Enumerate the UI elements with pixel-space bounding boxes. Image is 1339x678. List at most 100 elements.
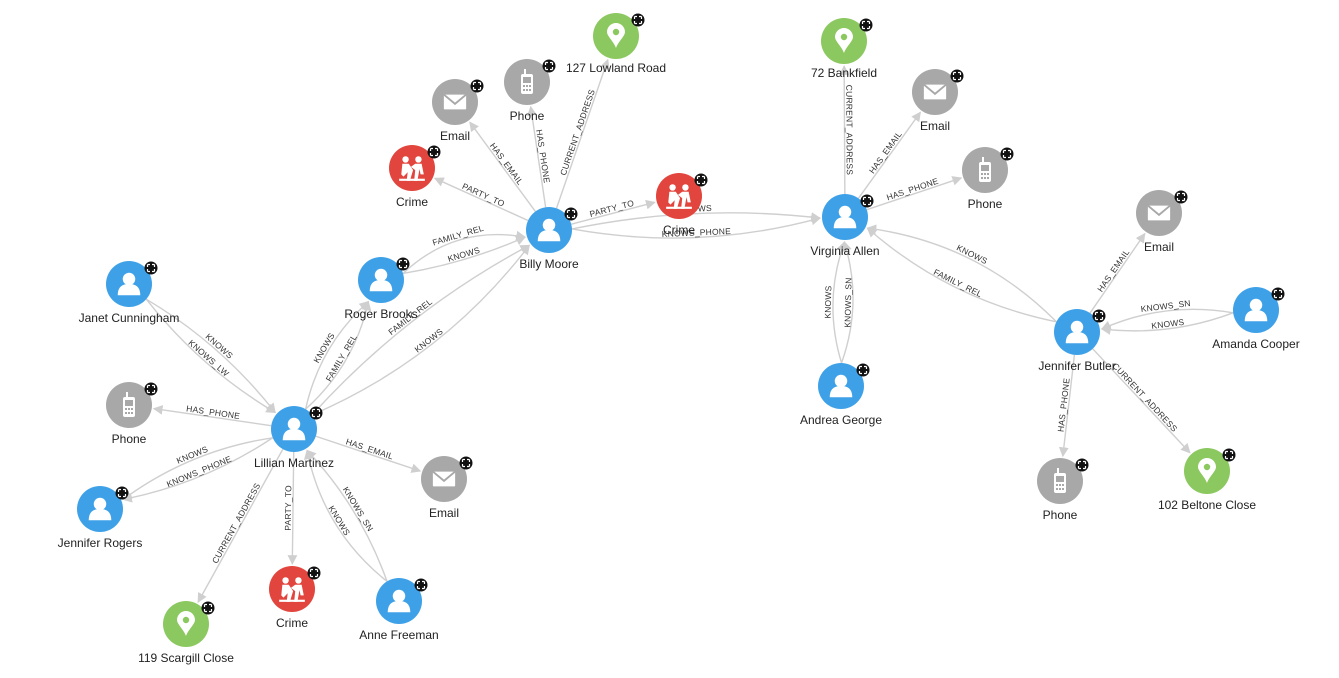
node-email-email-l[interactable]: Email [421,456,473,520]
node-person-virginia[interactable]: Virginia Allen [810,194,880,258]
expand-icon[interactable] [427,145,441,159]
node-person-billy[interactable]: Billy Moore [519,207,579,271]
edge-knows[interactable] [866,224,1057,323]
expand-icon[interactable] [631,13,645,27]
expand-icon[interactable] [470,79,484,93]
edge-knows-sn[interactable] [1100,308,1234,330]
node-label: Email [920,119,950,133]
node-phone-phone-l[interactable]: Phone [106,382,158,446]
edge-label: PARTY_TO [461,181,507,209]
edge-has-email[interactable] [469,121,536,212]
edge-knows[interactable] [145,298,276,414]
edge-label: KNOWS [326,504,352,538]
edge-knows[interactable] [571,212,821,230]
node-phone-phone-v[interactable]: Phone [962,147,1014,211]
node-person-anne[interactable]: Anne Freeman [359,578,439,642]
expand-icon[interactable] [1174,190,1188,204]
edge-has-phone[interactable] [1058,354,1076,458]
edge-party-to[interactable] [433,177,529,222]
expand-icon[interactable] [414,578,428,592]
edge-knows-sn[interactable] [306,449,388,582]
edge-knows-lw[interactable] [145,298,277,414]
edge-current-address[interactable] [839,65,850,195]
envelope-icon [431,470,457,488]
expand-icon[interactable] [459,456,473,470]
node-crime-crime-l[interactable]: Crime [269,566,321,630]
expand-icon[interactable] [1222,448,1236,462]
edges-layer [122,58,1234,603]
node-label: Email [440,129,470,143]
expand-icon[interactable] [144,261,158,275]
expand-icon[interactable] [694,173,708,187]
edge-knows[interactable] [303,449,388,582]
node-email-email-b[interactable]: Email [432,79,484,143]
edge-family-rel[interactable] [866,227,1057,323]
node-person-roger[interactable]: Roger Brooks [344,257,418,321]
node-location-addr-l[interactable]: 119 Scargill Close [138,601,234,665]
edge-current-address[interactable] [197,448,284,603]
node-location-addr-b[interactable]: 127 Lowland Road [566,13,666,75]
edge-has-email[interactable] [315,435,422,473]
edge-has-phone[interactable] [866,176,963,211]
expand-icon[interactable] [564,207,578,221]
edge-knows[interactable] [832,241,847,364]
expand-icon[interactable] [1000,147,1014,161]
edge-knows[interactable] [311,244,530,416]
edge-has-phone[interactable] [527,105,547,208]
node-label: Crime [663,223,695,237]
node-crime-crime-b1[interactable]: Crime [389,145,441,209]
node-person-janet[interactable]: Janet Cunningham [79,261,180,325]
node-person-lillian[interactable]: Lillian Martinez [254,406,334,470]
expand-icon[interactable] [542,59,556,73]
expand-icon[interactable] [1092,309,1106,323]
expand-icon[interactable] [144,382,158,396]
node-location-addr-v[interactable]: 72 Bankfield [811,18,877,80]
expand-icon[interactable] [201,601,215,615]
edge-knows-phone[interactable] [571,215,821,239]
node-label: Phone [968,197,1003,211]
expand-icon[interactable] [115,486,129,500]
edge-label: HAS_EMAIL [867,129,904,175]
expand-icon[interactable] [309,406,323,420]
node-person-jennifer-b[interactable]: Jennifer Butler [1038,309,1116,373]
edge-label: FAMILY_REL [932,267,984,299]
edge-knows[interactable] [1100,312,1234,335]
expand-icon[interactable] [1271,287,1285,301]
edge-knows[interactable] [304,300,370,410]
node-location-addr-jb[interactable]: 102 Beltone Close [1158,448,1256,512]
edge-family-rel[interactable] [305,300,372,410]
expand-icon[interactable] [396,257,410,271]
edge-knows-phone[interactable] [122,437,274,503]
node-person-andrea[interactable]: Andrea George [800,363,882,427]
expand-icon[interactable] [950,69,964,83]
expand-icon[interactable] [307,566,321,580]
node-person-jennifer-r[interactable]: Jennifer Rogers [58,486,143,550]
edge-has-email[interactable] [1089,232,1146,314]
expand-icon[interactable] [860,194,874,208]
edge-family-rel[interactable] [311,244,531,416]
edge-party-to[interactable] [571,199,656,225]
edge-knows-sn[interactable] [840,241,854,364]
node-phone-phone-b[interactable]: Phone [504,59,556,123]
edge-knows[interactable] [402,236,526,275]
expand-icon[interactable] [859,18,873,32]
edge-knows[interactable] [122,437,273,501]
node-crime-crime-b2[interactable]: Crime [656,173,708,237]
node-phone-phone-jb[interactable]: Phone [1037,458,1089,522]
edge-has-email[interactable] [857,111,921,199]
edge-current-address[interactable] [555,58,610,209]
expand-icon[interactable] [1075,458,1089,472]
node-label: 119 Scargill Close [138,651,234,665]
edge-party-to[interactable] [287,451,298,565]
edge-current-address[interactable] [1092,348,1191,454]
edge-has-phone[interactable] [152,405,272,427]
node-label: Email [429,506,459,520]
node-email-email-v[interactable]: Email [912,69,964,133]
node-label: 127 Lowland Road [566,61,666,75]
expand-icon[interactable] [856,363,870,377]
node-person-amanda[interactable]: Amanda Cooper [1212,287,1300,351]
node-email-email-jb[interactable]: Email [1136,190,1188,254]
edge-family-rel[interactable] [402,230,527,274]
